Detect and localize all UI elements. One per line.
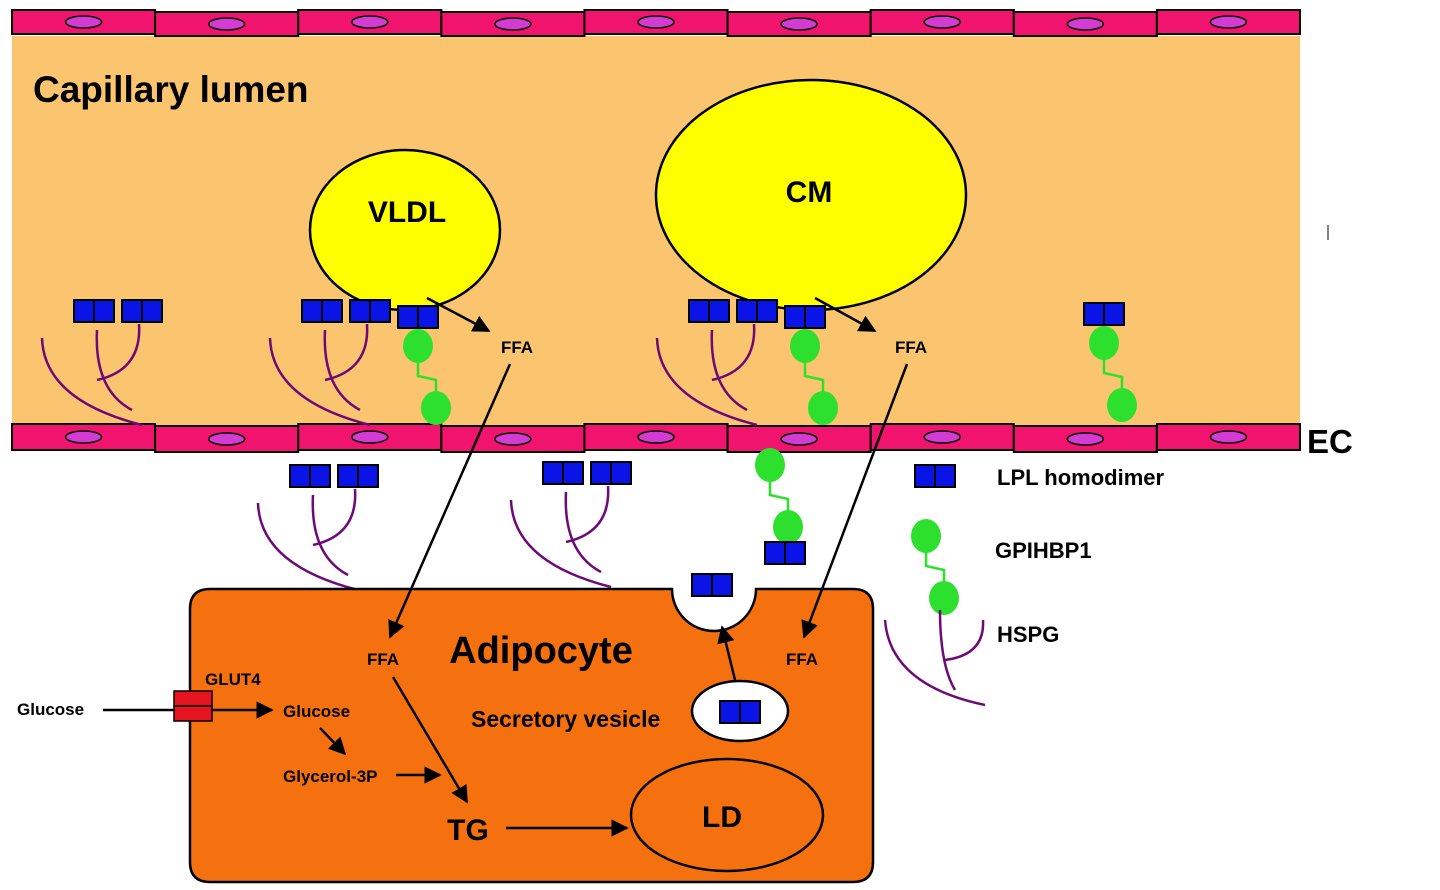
top-endothelial-layer <box>11 9 1302 37</box>
vldl-label: VLDL <box>368 196 446 229</box>
hspg-lumen-1 <box>40 299 163 427</box>
arrow-cm-ffa <box>814 296 877 333</box>
endothelial-nucleus <box>780 17 818 31</box>
lpl-homodimer <box>736 299 778 323</box>
ffa-label-cm: FFA <box>895 338 927 357</box>
lpl-homodimer <box>301 299 343 323</box>
endothelial-nucleus <box>637 430 675 444</box>
lpl-homodimer <box>590 461 632 485</box>
gpihbp1-lumen-right <box>1083 302 1137 422</box>
glycerol-3p-label: Glycerol-3P <box>283 767 378 786</box>
capillary-lumen-region <box>12 36 1300 426</box>
endothelial-nucleus <box>923 430 961 444</box>
hspg-chains <box>268 323 371 427</box>
lpl-homodimer <box>289 464 331 488</box>
lpl-homodimer <box>542 461 584 485</box>
hspg-chains <box>509 485 612 589</box>
lpl-homodimer <box>337 464 379 488</box>
arrow-ffa-tg <box>391 676 469 804</box>
arrow-vldl-ffa <box>426 296 491 333</box>
gpihbp1-protein <box>911 519 959 615</box>
glut4-transporter <box>173 690 213 722</box>
legend-gpihbp1-icon <box>911 519 959 615</box>
endothelial-nucleus <box>64 15 103 29</box>
lpl-homodimer <box>691 573 733 597</box>
bottom-endothelial-layer <box>11 423 1302 453</box>
endothelial-nucleus <box>780 432 818 446</box>
hspg-chains <box>40 323 143 427</box>
lpl-in-vesicle <box>719 700 761 724</box>
legend: LPL homodimer GPIHBP1 HSPG <box>883 464 1164 707</box>
hspg-chains <box>655 323 758 427</box>
lpl-homodimer <box>397 305 439 329</box>
arrow-ffa-uptake-right <box>801 363 909 639</box>
legend-hspg-icon <box>883 609 986 707</box>
gpihbp1-protein <box>1089 326 1137 422</box>
secretory-vesicle-label: Secretory vesicle <box>471 706 660 732</box>
hspg-chains <box>883 609 986 707</box>
glucose-outside-label: Glucose <box>17 700 84 719</box>
hspg-lumen-3 <box>655 299 778 427</box>
legend-lpl-icon <box>914 464 956 488</box>
gpihbp1-vldl <box>397 305 451 425</box>
hspg-lumen-2 <box>268 299 391 427</box>
endothelial-nucleus <box>637 15 675 29</box>
ld-label: LD <box>702 801 742 834</box>
cm-label: CM <box>786 176 833 209</box>
endothelial-nucleus <box>64 430 103 444</box>
arrow-vesicle-secretion <box>717 625 737 681</box>
vldl-particle <box>308 148 502 312</box>
hspg-interstitial-1 <box>256 464 379 592</box>
lpl-homodimer <box>73 299 115 323</box>
ec-label: EC <box>1307 423 1353 460</box>
lpl-homodimer <box>1083 302 1125 326</box>
endothelial-nucleus <box>351 15 389 29</box>
endothelial-nucleus <box>351 430 389 444</box>
lpl-homodimer <box>349 299 391 323</box>
endothelial-nucleus <box>1066 17 1105 31</box>
endothelial-nucleus <box>923 15 961 29</box>
ffa-label-adipocyte-right: FFA <box>786 650 818 669</box>
capillary-lumen-label: Capillary lumen <box>33 69 309 110</box>
lpl-homodimer <box>719 700 761 724</box>
lpl-homodimer <box>914 464 956 488</box>
hspg-chains <box>256 488 359 592</box>
endothelial-nucleus <box>494 432 532 446</box>
lpl-secreting <box>691 573 733 597</box>
legend-hspg-label: HSPG <box>997 622 1059 647</box>
tg-label: TG <box>447 814 489 847</box>
gpihbp1-protein <box>403 329 451 425</box>
arrow-glucose-glycerol <box>319 727 347 756</box>
hspg-interstitial-2 <box>509 461 632 589</box>
gpihbp1-protein <box>755 448 803 544</box>
gpihbp1-transcytosis <box>755 448 806 565</box>
endothelial-nucleus <box>207 432 246 446</box>
lpl-homodimer <box>764 541 806 565</box>
glut4-label: GLUT4 <box>205 670 261 689</box>
lpl-homodimer <box>688 299 730 323</box>
endothelial-nucleus <box>494 17 532 31</box>
lpl-homodimer <box>784 305 826 329</box>
endothelial-nucleus <box>1209 15 1248 29</box>
lipid-droplet <box>629 757 825 873</box>
endothelial-nucleus <box>207 17 246 31</box>
ffa-label-adipocyte-left: FFA <box>367 650 399 669</box>
gpihbp1-cm <box>784 305 838 425</box>
glucose-inside-label: Glucose <box>283 702 350 721</box>
ffa-label-vldl: FFA <box>501 338 533 357</box>
legend-gpihbp1-label: GPIHBP1 <box>995 538 1092 563</box>
adipocyte-label: Adipocyte <box>449 630 633 672</box>
arrow-ffa-uptake-left <box>388 363 512 639</box>
endothelial-nucleus <box>1066 432 1105 446</box>
lpl-homodimer <box>121 299 163 323</box>
gpihbp1-protein <box>790 329 838 425</box>
endothelial-nucleus <box>1209 430 1248 444</box>
legend-lpl-label: LPL homodimer <box>997 465 1164 490</box>
